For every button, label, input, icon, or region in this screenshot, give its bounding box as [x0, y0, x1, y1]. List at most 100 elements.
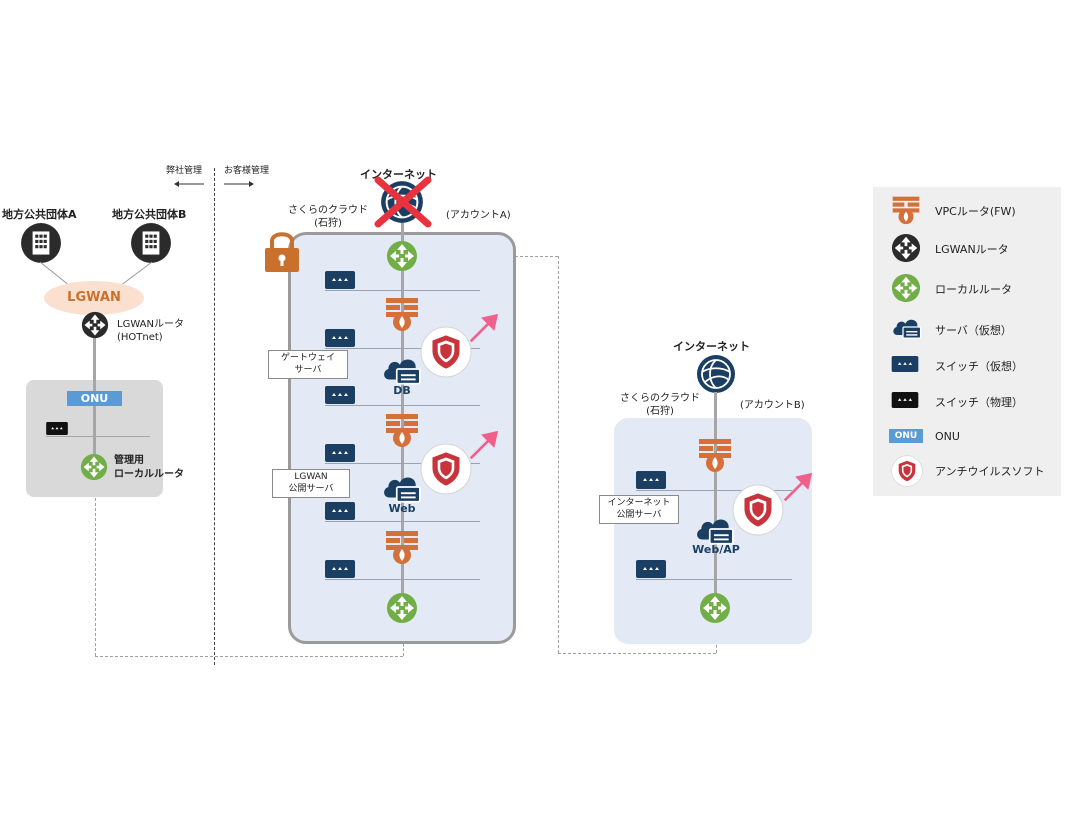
mgmt-router-label: 管理用 ローカルルータ: [114, 454, 184, 481]
legend-panel: VPCルータ(FW) LGWANルータ ローカルルータ サーバ（仮想） スイッチ…: [873, 187, 1061, 496]
mgmt-link-vertical-left: [95, 478, 96, 656]
vpc-router-icon: [384, 529, 420, 565]
antivirus-icon: [732, 484, 784, 536]
switch-virtual-icon: [325, 329, 355, 347]
account-b-label: (アカウントB): [740, 400, 805, 411]
lgwan-public-server-label: LGWAN 公開サーバ: [272, 469, 350, 499]
switch-virtual-icon: [325, 386, 355, 404]
account-b-trunk: [714, 392, 717, 612]
mgmt-router-line2: ローカルルータ: [114, 468, 184, 480]
onu-separator: [46, 436, 150, 437]
gateway-server-label: ゲートウェイ サーバ: [268, 350, 348, 380]
globe-icon: [696, 354, 736, 394]
legend-item: サーバ（仮想）: [873, 314, 1061, 344]
legend-item: ローカルルータ: [873, 273, 1061, 303]
legend-label: スイッチ（物理）: [935, 396, 1023, 409]
legend-item: スイッチ（物理）: [873, 386, 1061, 416]
internet-b-label: インターネット: [673, 340, 750, 353]
db-label: DB: [393, 384, 411, 397]
pointer-arrow-icon: [466, 312, 500, 346]
cloud-b-line1: さくらのクラウド: [620, 393, 700, 404]
segment-line: [636, 490, 792, 491]
legend-label: アンチウイルスソフト: [935, 465, 1045, 478]
cloud-b-line2: (石狩): [646, 406, 674, 417]
org-b-label: 地方公共団体B: [112, 208, 187, 221]
web-label: Web: [388, 502, 416, 515]
legend-label: サーバ（仮想）: [935, 324, 1012, 337]
local-router-icon: [699, 592, 731, 624]
lgwan-label: LGWAN: [67, 290, 121, 305]
switch-virtual-icon: [325, 271, 355, 289]
antivirus-icon: [420, 443, 472, 495]
onu-badge: ONU: [67, 391, 122, 406]
pointer-arrow-icon: [780, 471, 814, 505]
segment-line: [325, 290, 480, 291]
legend-label: LGWANルータ: [935, 243, 1009, 256]
local-router-icon: [386, 592, 418, 624]
customer-management-label: お客様管理: [224, 166, 270, 176]
cloud-a-label: さくらのクラウド (石狩): [288, 204, 368, 230]
legend-item: ONU ONU: [873, 422, 1061, 452]
segment-line: [325, 463, 480, 464]
legend-item: VPCルータ(FW): [873, 195, 1061, 225]
public-server-line1: インターネット: [607, 498, 671, 508]
mgmt-router-line1: 管理用: [114, 455, 144, 466]
switch-virtual-icon: [325, 560, 355, 578]
switch-virtual-icon: [891, 356, 921, 386]
local-router-icon: [891, 273, 921, 303]
segment-line: [325, 405, 480, 406]
switch-virtual-icon: [325, 502, 355, 520]
public-server-line2: 公開サーバ: [616, 509, 662, 520]
segment-line: [325, 348, 480, 349]
switch-virtual-icon: [636, 560, 666, 578]
lgwan-router-name: LGWANルータ: [117, 319, 184, 330]
vpc-router-icon: [384, 296, 420, 332]
lgwan-server-line2: 公開サーバ: [288, 483, 334, 494]
local-router-icon: [386, 240, 418, 272]
pointer-arrow-icon: [466, 429, 500, 463]
left-arrow-icon: [174, 181, 204, 187]
vpc-router-icon: [891, 195, 921, 225]
webap-label: Web/AP: [692, 543, 740, 556]
internet-public-server-label: インターネット 公開サーバ: [599, 495, 679, 525]
cloud-b-label: さくらのクラウド (石狩): [620, 392, 700, 418]
cloud-a-line1: さくらのクラウド: [288, 205, 368, 216]
antivirus-icon: [420, 326, 472, 378]
switch-physical-icon: [46, 422, 68, 435]
org-links: [0, 0, 200, 320]
antivirus-icon: [891, 455, 921, 485]
mgmt-link-bottom-right: [558, 653, 716, 654]
legend-label: VPCルータ(FW): [935, 205, 1016, 218]
gateway-line1: ゲートウェイ: [280, 353, 335, 363]
legend-item: アンチウイルスソフト: [873, 455, 1061, 485]
lock-icon: [264, 228, 300, 274]
server-icon: [381, 352, 423, 386]
org-a-label: 地方公共団体A: [2, 208, 77, 221]
legend-label: ONU: [935, 430, 960, 443]
lgwan-cloud: [44, 281, 144, 315]
legend-label: ローカルルータ: [935, 283, 1012, 296]
switch-physical-icon: [891, 392, 921, 422]
switch-virtual-icon: [636, 471, 666, 489]
lgwan-server-line1: LGWAN: [294, 472, 328, 482]
mgmt-local-router-icon: [80, 453, 108, 481]
server-icon: [891, 314, 921, 344]
switch-virtual-icon: [325, 444, 355, 462]
server-icon: [694, 512, 736, 546]
lgwan-router-label: LGWANルータ (HOTnet): [117, 318, 184, 344]
onu-icon: ONU: [889, 429, 923, 443]
blocked-cross-icon: [374, 176, 432, 228]
vpc-router-icon: [697, 437, 733, 473]
segment-line: [636, 579, 792, 580]
cloud-a-line2: (石狩): [314, 218, 342, 229]
mgmt-link-bottom-left: [95, 656, 403, 657]
legend-item: スイッチ（仮想）: [873, 350, 1061, 380]
segment-line: [325, 521, 480, 522]
mgmt-link-vertical-right: [558, 256, 559, 653]
right-arrow-icon: [224, 181, 254, 187]
legend-item: LGWANルータ: [873, 233, 1061, 263]
our-management-label: 弊社管理: [166, 166, 203, 176]
management-divider: [214, 168, 215, 665]
lgwan-router-icon: [81, 311, 109, 339]
legend-label: スイッチ（仮想）: [935, 360, 1023, 373]
